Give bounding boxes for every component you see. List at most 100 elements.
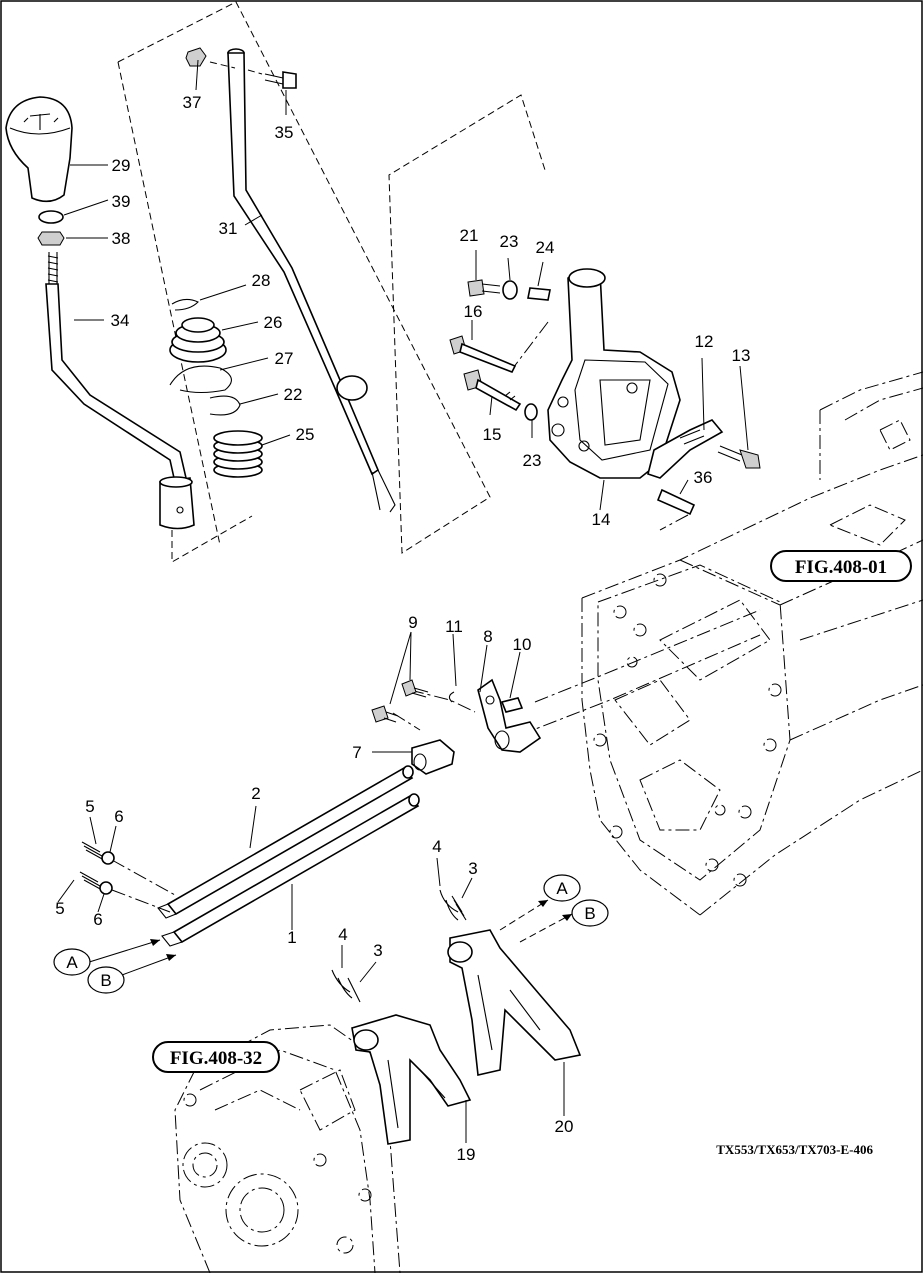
callout-15: 15 <box>483 425 502 444</box>
arrow-tag-a-right: A <box>543 874 581 902</box>
pin-24 <box>527 287 551 301</box>
group-outline-left-edge <box>117 61 221 546</box>
callout-13: 13 <box>732 346 751 365</box>
arrow-a-right <box>499 899 549 931</box>
shift-rod-31 <box>227 48 396 513</box>
washer-23-upper <box>502 280 518 300</box>
callout-24: 24 <box>536 238 555 257</box>
joint-7 <box>411 739 455 775</box>
leader-lines <box>57 59 749 1143</box>
joint-8 <box>477 678 542 753</box>
callout-35: 35 <box>275 123 294 142</box>
spring-5-upper <box>81 841 105 861</box>
clip-11 <box>448 691 455 703</box>
callout-14: 14 <box>592 510 611 529</box>
cross-ref-lower-label: FIG.408-32 <box>170 1048 262 1069</box>
cross-ref-upper-label: FIG.408-01 <box>795 557 887 578</box>
shift-rod-2 <box>157 765 414 919</box>
fork-20 <box>447 929 582 1076</box>
nut-37 <box>185 47 207 67</box>
callout-25: 25 <box>296 425 315 444</box>
arrow-tag-b-left-label: B <box>100 971 111 990</box>
callout-3-left: 3 <box>373 941 382 960</box>
ball-6-lower <box>99 881 113 895</box>
callout-29: 29 <box>112 156 131 175</box>
ring-27 <box>169 365 232 394</box>
callout-6-lower: 6 <box>93 910 102 929</box>
arrow-tag-a-right-label: A <box>556 879 568 898</box>
cross-ref-upper[interactable]: FIG.408-01 <box>770 550 912 582</box>
callout-5-lower: 5 <box>55 899 64 918</box>
arrow-tag-a-left: A <box>53 948 91 976</box>
arrow-b-left <box>121 954 177 976</box>
callout-31: 31 <box>219 219 238 238</box>
callout-20: 20 <box>555 1117 574 1136</box>
clip-28 <box>171 298 199 311</box>
boot-26 <box>169 317 227 363</box>
callout-38: 38 <box>112 229 131 248</box>
cross-ref-lower[interactable]: FIG.408-32 <box>152 1041 280 1073</box>
callout-26: 26 <box>264 313 283 332</box>
spring-5-lower <box>79 871 103 891</box>
callout-8: 8 <box>483 627 492 646</box>
shift-rod-1 <box>161 793 420 947</box>
snap-ring-22 <box>209 395 241 416</box>
arrow-tag-b-right-label: B <box>584 904 595 923</box>
callout-4-right: 4 <box>432 837 441 856</box>
align-line-6 <box>409 689 476 713</box>
bolt-15 <box>463 369 522 412</box>
pin-4-left <box>331 969 353 999</box>
bolt-13 <box>717 445 761 469</box>
callout-36: 36 <box>694 468 713 487</box>
callout-5-upper: 5 <box>85 797 94 816</box>
arrow-tag-b-left: B <box>87 966 125 994</box>
bolt-9-lower <box>371 705 399 723</box>
arrow-a-left <box>85 939 161 964</box>
callout-28: 28 <box>252 271 271 290</box>
pin-4-right <box>439 889 459 921</box>
align-line-1 <box>509 321 549 373</box>
fork-19 <box>351 1014 472 1145</box>
callout-7: 7 <box>352 743 361 762</box>
bolt-10 <box>500 697 524 713</box>
callout-21: 21 <box>460 226 479 245</box>
nut-38 <box>37 231 65 246</box>
arrow-tag-b-right: B <box>571 899 609 927</box>
washer-23-lower <box>524 403 538 421</box>
callout-12: 12 <box>695 332 714 351</box>
callout-16: 16 <box>464 302 483 321</box>
callout-2: 2 <box>251 784 260 803</box>
group-outline-shift-lever <box>117 1 546 554</box>
spring-3-right <box>451 895 467 921</box>
align-line-2 <box>659 514 689 531</box>
bolt-21 <box>467 279 501 297</box>
align-line-7 <box>111 859 176 896</box>
arrow-tag-a-left-label: A <box>66 953 78 972</box>
callout-23-lower: 23 <box>523 451 542 470</box>
callout-27: 27 <box>275 349 294 368</box>
callout-10: 10 <box>513 635 532 654</box>
bolt-9-upper <box>401 679 429 698</box>
callout-19: 19 <box>457 1145 476 1164</box>
callout-9: 9 <box>408 613 417 632</box>
group-outline-bottom-left <box>171 515 253 563</box>
align-line-3 <box>534 609 761 703</box>
spring-25 <box>213 430 263 478</box>
part-numbers: 29 39 38 34 37 35 31 28 26 27 22 25 21 2… <box>55 93 750 1164</box>
shift-lever-34 <box>45 252 195 530</box>
callout-23-upper: 23 <box>500 232 519 251</box>
callout-22: 22 <box>284 385 303 404</box>
callout-4-left: 4 <box>338 925 347 944</box>
plate-12 <box>647 419 724 479</box>
washer-39 <box>38 210 64 224</box>
bolt-16 <box>449 335 517 374</box>
callout-34: 34 <box>111 311 130 330</box>
shift-knob <box>5 96 73 203</box>
align-line-4 <box>519 634 761 736</box>
callout-6-upper: 6 <box>114 807 123 826</box>
spring-3-left <box>347 977 361 1003</box>
callout-11: 11 <box>445 617 463 636</box>
figure-id: TX553/TX653/TX703-E-406 <box>716 1142 873 1157</box>
